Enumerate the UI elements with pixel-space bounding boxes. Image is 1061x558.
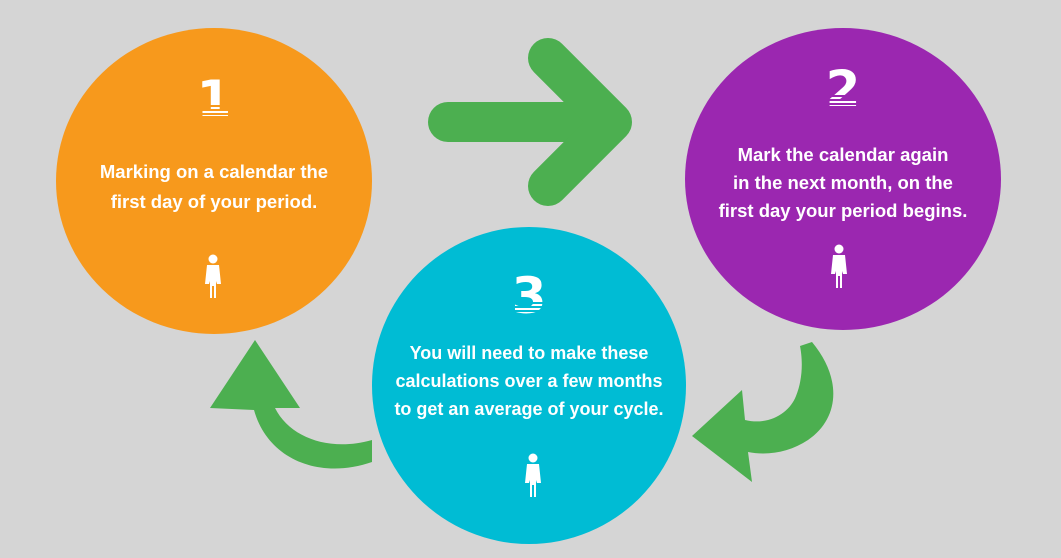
step-2-text: Mark the calendar again in the next mont… xyxy=(718,144,968,221)
arrow-right-icon xyxy=(428,38,632,206)
step-2-number: 2 xyxy=(685,64,1001,114)
step-1-circle: 1 Marking on a calendar the first day of… xyxy=(56,28,372,334)
step-1-text: Marking on a calendar the first day of y… xyxy=(99,161,329,212)
female-person-icon xyxy=(831,244,847,288)
step-3-text: You will need to make these calculations… xyxy=(394,343,664,419)
step-2-circle: 2 Mark the calendar again in the next mo… xyxy=(685,28,1001,330)
step-3-circle: 3 You will need to make these calculatio… xyxy=(372,227,686,544)
curved-arrow-icon xyxy=(692,342,834,482)
step-3-number: 3 xyxy=(372,271,686,321)
female-person-icon xyxy=(205,254,221,298)
curved-arrow-icon xyxy=(210,340,372,469)
female-person-icon xyxy=(525,453,541,497)
step-1-number: 1 xyxy=(56,74,372,124)
